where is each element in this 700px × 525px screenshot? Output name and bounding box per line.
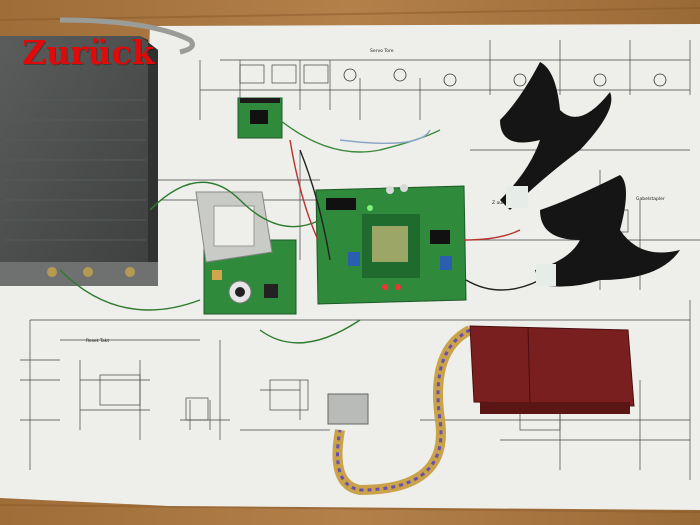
power-supply-board bbox=[195, 191, 297, 315]
label-servo: Servo Tore bbox=[370, 48, 394, 54]
label-auf: Z auf bbox=[492, 200, 504, 206]
label-gabel: Gabelstapler bbox=[636, 196, 665, 202]
black-clamps bbox=[500, 62, 680, 287]
back-link[interactable]: Zurück bbox=[22, 33, 155, 72]
grey-enclosure bbox=[0, 36, 158, 286]
label-reset: Reset Takt bbox=[86, 338, 109, 344]
red-box bbox=[469, 325, 635, 414]
grey-cable bbox=[59, 17, 195, 55]
main-pcb bbox=[315, 184, 467, 305]
ribbon-cable bbox=[327, 325, 473, 496]
wires bbox=[59, 119, 541, 344]
small-ic-board bbox=[237, 97, 283, 139]
